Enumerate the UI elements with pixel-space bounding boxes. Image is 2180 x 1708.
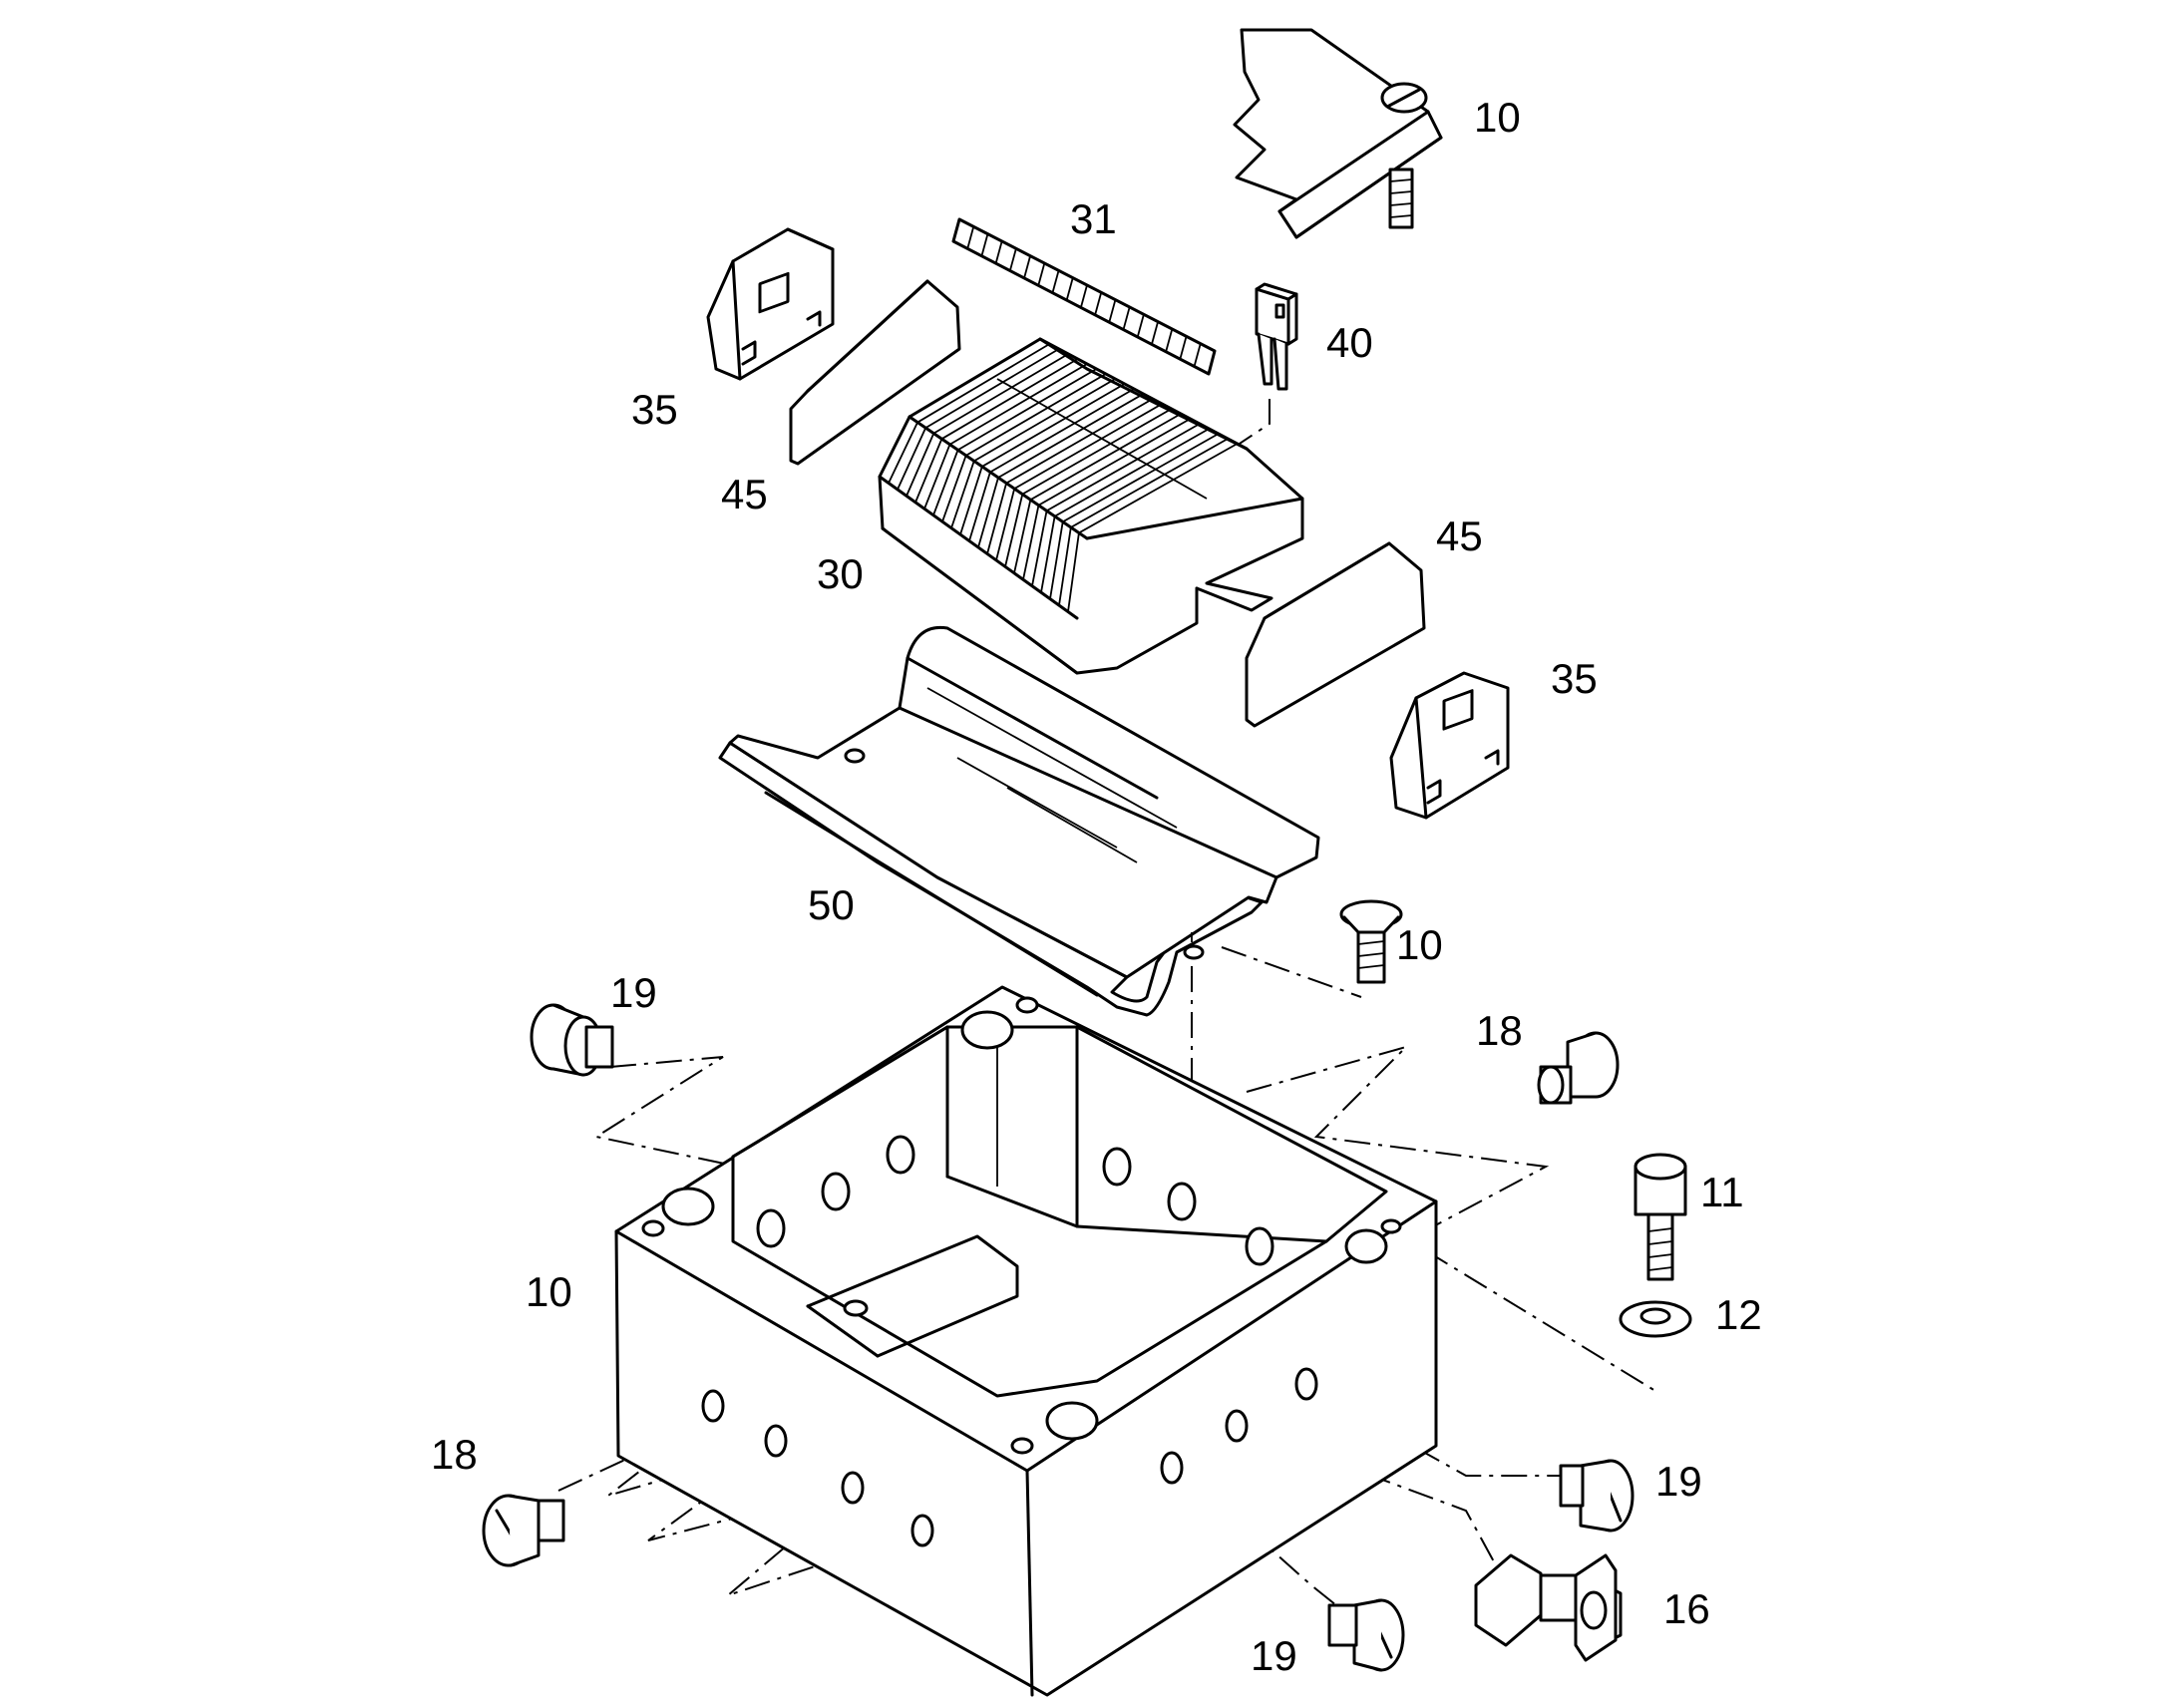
terminal-slice	[1022, 418, 1191, 580]
terminal-slice	[914, 358, 1079, 504]
callout-18-left: 18	[431, 1431, 478, 1478]
cap-screw-part-11	[1634, 1153, 1687, 1281]
marker-tick	[1080, 284, 1088, 308]
washer-part-12	[1619, 1300, 1692, 1338]
marker-tick	[1051, 270, 1060, 293]
callout-labels: 10 31 40 35 45 30 45 35 50 10 19 18 11 1…	[431, 94, 1762, 1679]
terminal-slice	[950, 378, 1116, 528]
marker-tick	[1065, 277, 1074, 300]
din-rail-part-50	[718, 625, 1320, 1017]
terminal-slice	[897, 348, 1060, 491]
marker-tick	[1094, 292, 1103, 315]
rail-screw-part-10	[1339, 899, 1403, 984]
marker-tick	[994, 240, 1003, 264]
end-bracket-left-part-35	[706, 227, 835, 381]
terminal-slice	[1049, 433, 1220, 599]
terminal-slice	[1058, 438, 1229, 606]
marker-tick	[1179, 336, 1188, 359]
callout-12: 12	[1715, 1291, 1762, 1338]
callout-16: 16	[1663, 1585, 1710, 1632]
plug-top-right-part-18	[1537, 1031, 1620, 1105]
callout-30: 30	[817, 550, 864, 597]
terminal-slice	[986, 398, 1154, 554]
end-plate-left-part-45	[789, 279, 961, 466]
plug-right-part-19	[1559, 1459, 1635, 1533]
terminal-block-part-30	[878, 337, 1304, 675]
callout-10-screw: 10	[1396, 921, 1443, 968]
jumper-part-40	[1255, 282, 1298, 391]
terminal-slice	[959, 383, 1126, 535]
terminal-slice	[941, 373, 1107, 522]
marker-tick	[1151, 321, 1159, 344]
callout-10-cover: 10	[1474, 94, 1521, 141]
callout-18-top-right: 18	[1476, 1007, 1523, 1054]
marker-tick	[1193, 343, 1202, 366]
callout-19-top-left: 19	[610, 969, 657, 1016]
marker-tick	[1122, 306, 1131, 330]
marker-tick	[1037, 262, 1046, 286]
terminal-slice	[995, 403, 1163, 561]
terminal-slice	[1013, 413, 1182, 574]
marker-strip-part-31	[951, 217, 1217, 376]
terminal-slice	[977, 393, 1144, 548]
callout-19-bottom: 19	[1251, 1632, 1297, 1679]
callout-31: 31	[1070, 195, 1117, 242]
terminal-slice	[1040, 428, 1210, 593]
terminal-slice	[923, 363, 1088, 510]
terminal-slice	[968, 388, 1135, 541]
callout-35-right: 35	[1551, 655, 1598, 702]
marker-tick	[980, 233, 989, 256]
callout-11: 11	[1700, 1169, 1744, 1215]
terminal-slice	[888, 343, 1050, 484]
callout-45-right: 45	[1436, 512, 1483, 559]
callout-45-left: 45	[721, 471, 768, 517]
callout-10-box: 10	[526, 1268, 572, 1315]
marker-tick	[1009, 248, 1017, 271]
callout-19-right: 19	[1655, 1458, 1702, 1505]
terminal-slice	[1067, 443, 1239, 612]
callout-40: 40	[1326, 319, 1373, 366]
marker-tick	[966, 226, 975, 249]
marker-tick	[1023, 255, 1031, 278]
plug-left-part-18	[482, 1494, 565, 1567]
end-plate-right-part-45	[1245, 541, 1426, 728]
callout-35-left: 35	[631, 386, 678, 433]
terminal-slice	[1031, 423, 1201, 586]
plug-top-left-part-19	[530, 1003, 614, 1077]
marker-tick	[1137, 314, 1145, 337]
callout-50: 50	[808, 881, 855, 928]
terminal-slice	[932, 368, 1097, 516]
marker-tick	[1108, 299, 1117, 322]
cable-gland-part-16	[1474, 1553, 1623, 1662]
marker-tick	[1165, 328, 1174, 352]
terminal-slice	[1004, 408, 1173, 567]
cover-part-10	[1233, 28, 1443, 239]
terminal-slice	[906, 353, 1069, 497]
plug-bottom-part-19	[1327, 1598, 1405, 1672]
enclosure-box-part-10	[614, 985, 1438, 1697]
end-bracket-right-part-35	[1389, 671, 1510, 820]
